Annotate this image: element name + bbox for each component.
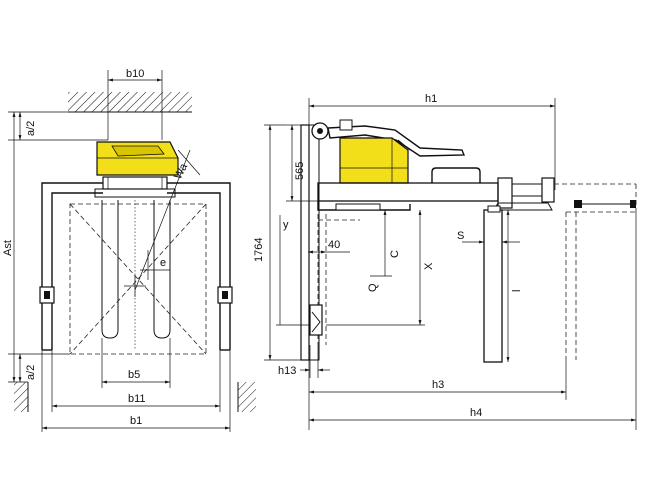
- battery-front: [96, 141, 179, 176]
- label-ast: Ast: [2, 240, 14, 256]
- label-565: 565: [294, 162, 306, 180]
- label-h3: h3: [432, 379, 444, 391]
- front-view: b10 a/2 Wa: [2, 68, 256, 432]
- chassis: [317, 182, 499, 202]
- label-b1: b1: [130, 415, 142, 427]
- label-e: e: [160, 257, 166, 269]
- label-x: X: [423, 262, 435, 270]
- label-1764: 1764: [253, 238, 265, 262]
- top-wall-hatch: [68, 92, 192, 112]
- label-h1: h1: [425, 93, 437, 105]
- label-y: y: [283, 219, 289, 231]
- label-l: l: [511, 290, 523, 292]
- label-b10: b10: [126, 68, 144, 80]
- label-s: S: [457, 230, 464, 242]
- outrigger-leg: [483, 209, 503, 363]
- mast-head: [102, 176, 168, 190]
- label-h4: h4: [470, 407, 482, 419]
- label-b5: b5: [128, 369, 140, 381]
- label-c: C: [389, 250, 401, 258]
- label-h13: h13: [278, 365, 296, 377]
- label-q: Q: [367, 283, 379, 292]
- carriage-plate: [94, 188, 176, 198]
- label-a-half-bottom: a/2: [25, 365, 37, 380]
- load-outline: [69, 203, 207, 355]
- bottom-right-wall-hatch: [238, 382, 256, 412]
- label-b11: b11: [128, 393, 146, 405]
- side-view: h1: [253, 93, 637, 430]
- label-40: 40: [328, 239, 340, 251]
- battery-side: [339, 137, 409, 184]
- rear-grip: [431, 167, 481, 183]
- label-a-half-top: a/2: [25, 121, 37, 136]
- tiller-handle: [327, 125, 466, 157]
- bottom-left-wall-hatch: [14, 382, 28, 412]
